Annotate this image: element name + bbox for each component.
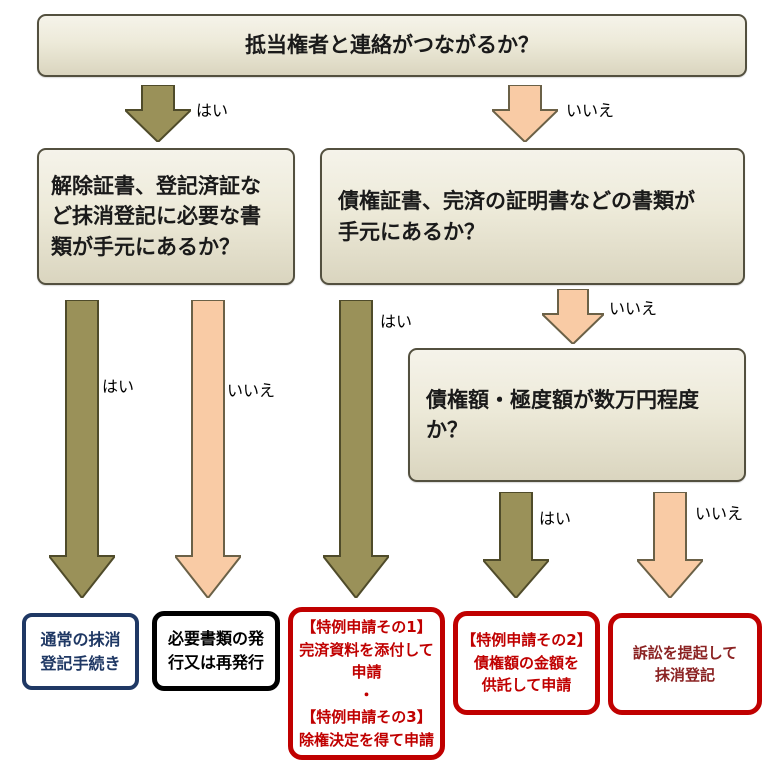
down-arrow-icon <box>483 492 549 598</box>
question-box-contact: 抵当権者と連絡がつながるか？ <box>37 14 747 77</box>
question-box-claim-amount: 債権額・極度額が数万円程度 か？ <box>408 348 746 482</box>
down-arrow-icon <box>175 300 241 598</box>
arrow-label-yes: はい <box>380 312 413 331</box>
arrow-shape <box>175 300 241 598</box>
question-text: 債権証書、完済の証明書などの書類が 手元にあるか？ <box>338 189 695 244</box>
arrow-label-no: いいえ <box>609 299 658 318</box>
arrow-label-no: いいえ <box>695 504 744 523</box>
question-box-claim-documents: 債権証書、完済の証明書などの書類が 手元にあるか？ <box>320 148 745 285</box>
down-arrow-icon <box>492 85 558 142</box>
arrow-label-yes: はい <box>539 509 572 528</box>
down-arrow-icon <box>323 300 389 598</box>
arrow-label-yes: はい <box>196 101 229 120</box>
result-box-reissue-documents: 必要書類の発 行又は再発行 <box>152 611 280 691</box>
arrow-shape <box>49 300 115 598</box>
arrow-shape <box>323 300 389 598</box>
result-text: 【特例申請その2】 債権額の金額を 供託して申請 <box>461 631 592 695</box>
arrow-shape <box>125 85 191 142</box>
question-text: 抵当権者と連絡がつながるか？ <box>245 33 539 58</box>
arrow-shape <box>492 85 558 142</box>
result-text: 通常の抹消 登記手続き <box>40 629 121 673</box>
arrow-label-no: いいえ <box>566 101 615 120</box>
down-arrow-icon <box>49 300 115 598</box>
down-arrow-icon <box>125 85 191 142</box>
result-box-special-application-2: 【特例申請その2】 債権額の金額を 供託して申請 <box>453 611 600 715</box>
arrow-label-no: いいえ <box>227 381 276 400</box>
arrow-shape <box>483 492 549 598</box>
down-arrow-icon <box>637 492 703 598</box>
result-box-special-application-1-3: 【特例申請その1】 完済資料を添付して 申請 ・ 【特例申請その3】 除権決定を… <box>288 607 445 760</box>
arrow-label-yes: はい <box>102 377 135 396</box>
question-box-release-documents: 解除証書、登記済証な ど抹消登記に必要な書 類が手元にあるか？ <box>37 148 295 285</box>
result-box-lawsuit: 訴訟を提起して 抹消登記 <box>608 613 762 715</box>
result-text: 【特例申請その1】 完済資料を添付して 申請 ・ 【特例申請その3】 除権決定を… <box>298 618 434 749</box>
result-text: 訴訟を提起して 抹消登記 <box>632 643 738 685</box>
down-arrow-icon <box>542 289 604 344</box>
arrow-shape <box>542 289 604 344</box>
question-text: 解除証書、登記済証な ど抹消登記に必要な書 類が手元にあるか？ <box>51 173 261 259</box>
result-box-normal-procedure: 通常の抹消 登記手続き <box>22 613 139 690</box>
result-text: 必要書類の発 行又は再発行 <box>167 629 264 672</box>
question-text: 債権額・極度額が数万円程度 か？ <box>426 387 699 442</box>
arrow-shape <box>637 492 703 598</box>
